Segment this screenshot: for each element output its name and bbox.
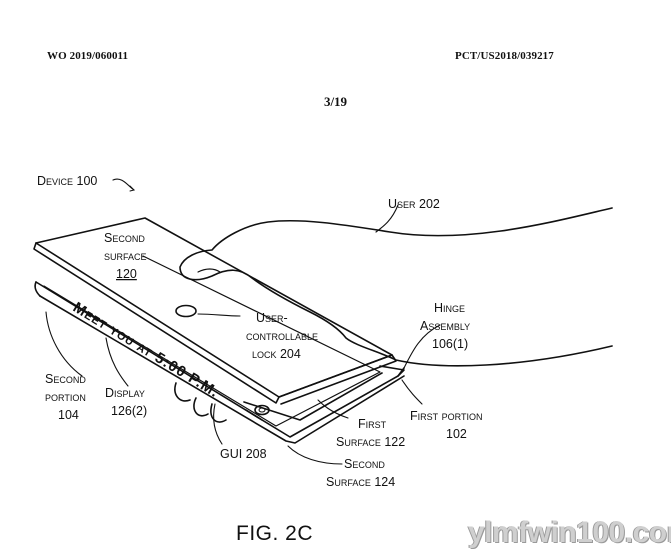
camera-lens [254,404,270,416]
label-first-surface-2: Surface 122 [336,435,405,449]
gui-leader [213,403,223,445]
display-leader [105,337,129,387]
figure-caption: FIG. 2C [236,522,314,545]
lock-leader [197,313,241,317]
watermark: ylmfwin100.com [468,516,671,549]
application-number: PCT/US2018/039217 [455,50,554,62]
bottom-panel-left-end [34,281,41,297]
first-portion-leader [401,379,423,405]
label-device: Device 100 [37,174,97,188]
label-second-portion-2: portion [45,390,86,404]
label-first-portion-2: 102 [446,427,467,441]
label-second-surface-num: 120 [116,267,137,281]
label-second-surface-1: Second [104,231,145,245]
label-second-surface-2: surface [104,249,147,263]
label-first-surface-1: First [358,417,387,431]
label-second-portion-1: Second [45,372,86,386]
label-second-portion-3: 104 [58,408,79,422]
label-lock-2: controllable [246,329,318,343]
second-portion-leader [45,311,83,377]
first-surface-leader [317,399,349,419]
user-arm [179,207,613,367]
sheet-number: 3/19 [323,94,348,109]
label-second-surface-b-2: Surface 124 [326,475,395,489]
label-second-surface-b-1: Second [344,457,385,471]
label-first-portion-1: First portion [410,409,482,423]
bottom-panel-thickness [39,295,405,444]
label-display-2: 126(2) [111,404,147,418]
second-surface-b-leader [287,445,343,465]
label-lock-3: lock 204 [252,347,301,361]
user-leader [375,204,399,233]
display-screen-border [43,255,381,427]
top-panel-edge [278,354,397,405]
label-hinge-2: Assembly [420,319,470,333]
label-display-1: Display [105,386,145,400]
lock-button [175,304,197,318]
label-user: User 202 [388,197,440,211]
label-hinge-1: Hinge [434,301,465,315]
device-leader [112,178,135,191]
label-hinge-3: 106(1) [432,337,468,351]
top-panel-thickness [33,242,280,404]
publication-number: WO 2019/060011 [47,50,129,62]
label-gui: GUI 208 [220,447,267,461]
hinge-leader [403,324,441,369]
label-lock-1: User- [256,311,288,325]
